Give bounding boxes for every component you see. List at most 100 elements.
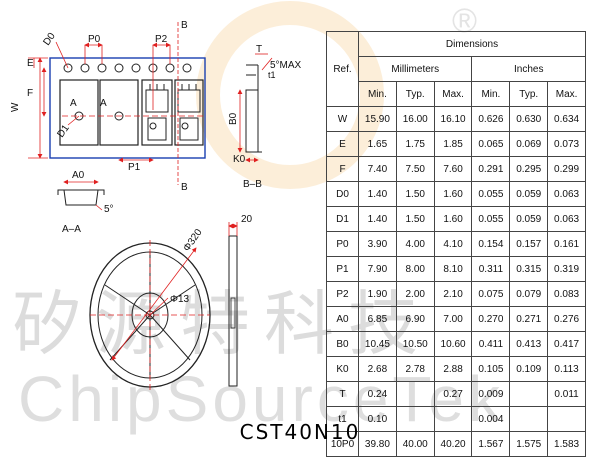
cell-value: 2.88 xyxy=(433,356,473,382)
cell-value: 2.78 xyxy=(395,356,435,382)
cell-value: 0.059 xyxy=(509,181,549,207)
sprocket-holes xyxy=(63,63,192,73)
cell-value: 0.10 xyxy=(358,406,397,432)
cell-value: 0.276 xyxy=(547,306,586,332)
cell-value: 0.413 xyxy=(509,331,549,357)
tape-dimension-labels: D0 P0 P2 E F W D1 A A P1 B B xyxy=(10,20,188,193)
cell-value: 0.270 xyxy=(471,306,511,332)
cell-value: 1.50 xyxy=(395,181,435,207)
cell-value: 0.311 xyxy=(471,256,511,282)
cell-value xyxy=(395,381,435,407)
cell-value: 1.40 xyxy=(358,206,397,232)
cell-value: 7.60 xyxy=(433,156,473,182)
table-header-row-3: Min. Typ. Max. Min. Typ. Max. xyxy=(327,81,586,107)
cell-value: 6.90 xyxy=(395,306,435,332)
cell-value: 0.075 xyxy=(471,281,511,307)
cell-value: 0.161 xyxy=(547,231,586,257)
label-5-max: 5°MAX xyxy=(270,60,302,71)
pocket-4 xyxy=(174,79,204,146)
cell-value: 10.45 xyxy=(358,331,397,357)
label-t: T xyxy=(256,44,262,55)
header-dimensions: Dimensions xyxy=(358,31,586,57)
cell-value: 0.626 xyxy=(471,106,511,132)
label-w: W xyxy=(10,102,21,112)
cell-ref: W xyxy=(326,106,359,132)
cell-ref: P2 xyxy=(326,281,359,307)
section-aa-view: A0 5° A–A xyxy=(57,170,114,235)
label-outer-dia: Φ320 xyxy=(181,227,204,254)
subheader-in-max: Max. xyxy=(547,81,586,107)
cell-value: 2.68 xyxy=(358,356,397,382)
header-ref: Ref. xyxy=(326,31,359,107)
label-k0: K0 xyxy=(233,154,246,165)
label-section-bb: B–B xyxy=(243,179,262,190)
cell-value: 0.059 xyxy=(509,206,549,232)
cell-value: 0.271 xyxy=(509,306,549,332)
cell-value: 0.291 xyxy=(471,156,511,182)
cell-value: 1.75 xyxy=(395,131,435,157)
cell-value: 4.00 xyxy=(395,231,435,257)
label-p1: P1 xyxy=(128,162,141,173)
label-a0: A0 xyxy=(72,170,85,181)
cell-value xyxy=(509,406,549,432)
cell-value: 1.60 xyxy=(433,181,473,207)
label-a-right: A xyxy=(100,98,107,109)
cell-value: 10.50 xyxy=(395,331,435,357)
cell-value: 0.055 xyxy=(471,206,511,232)
label-p0: P0 xyxy=(88,34,101,45)
cell-ref: A0 xyxy=(326,306,359,332)
label-f: F xyxy=(27,88,33,99)
cell-ref: E xyxy=(326,131,359,157)
label-reel-width: 20 xyxy=(241,214,253,225)
cell-value: 1.65 xyxy=(358,131,397,157)
cell-value: 0.299 xyxy=(547,156,586,182)
label-t1: t1 xyxy=(268,70,276,80)
cell-value: 0.319 xyxy=(547,256,586,282)
cell-value: 1.90 xyxy=(358,281,397,307)
subheader-in-min: Min. xyxy=(471,81,511,107)
subheader-mm-typ: Typ. xyxy=(395,81,435,107)
tape-top-view: D0 P0 P2 E F W D1 A A P1 B B xyxy=(10,20,206,193)
component-in-pocket-3 xyxy=(145,84,169,141)
section-bb-view: T 5°MAX t1 B0 K0 B–B xyxy=(228,44,302,190)
cell-value: 0.417 xyxy=(547,331,586,357)
pocket-3 xyxy=(141,79,173,146)
cell-ref: P0 xyxy=(326,231,359,257)
cell-value: 0.295 xyxy=(509,156,549,182)
cell-value: 3.90 xyxy=(358,231,397,257)
label-d1: D1 xyxy=(55,123,72,140)
cell-value: 0.055 xyxy=(471,181,511,207)
cell-value: 2.00 xyxy=(395,281,435,307)
cell-value: 6.85 xyxy=(358,306,397,332)
cell-value: 0.27 xyxy=(433,381,473,407)
label-e: E xyxy=(27,58,34,69)
label-a-left: A xyxy=(70,98,77,109)
part-number: CST40N10 xyxy=(239,420,361,444)
cell-value: 0.011 xyxy=(547,381,586,407)
cell-value: 2.10 xyxy=(433,281,473,307)
cell-value xyxy=(433,406,473,432)
cell-value: 0.079 xyxy=(509,281,549,307)
cell-value: 0.634 xyxy=(547,106,586,132)
cell-value: 0.063 xyxy=(547,181,586,207)
label-d0: D0 xyxy=(41,31,58,48)
label-b-bottom: B xyxy=(181,182,188,193)
cell-ref: T xyxy=(326,381,359,407)
pocket-2 xyxy=(99,79,139,146)
cell-value: 0.157 xyxy=(509,231,549,257)
cell-value: 7.50 xyxy=(395,156,435,182)
cell-value: 8.10 xyxy=(433,256,473,282)
cell-value: 0.24 xyxy=(358,381,397,407)
header-millimeters: Millimeters xyxy=(357,56,473,82)
cell-value: 0.073 xyxy=(547,131,586,157)
cell-value: 7.40 xyxy=(358,156,397,182)
label-section-aa: A–A xyxy=(62,224,81,235)
cell-value xyxy=(547,406,586,432)
